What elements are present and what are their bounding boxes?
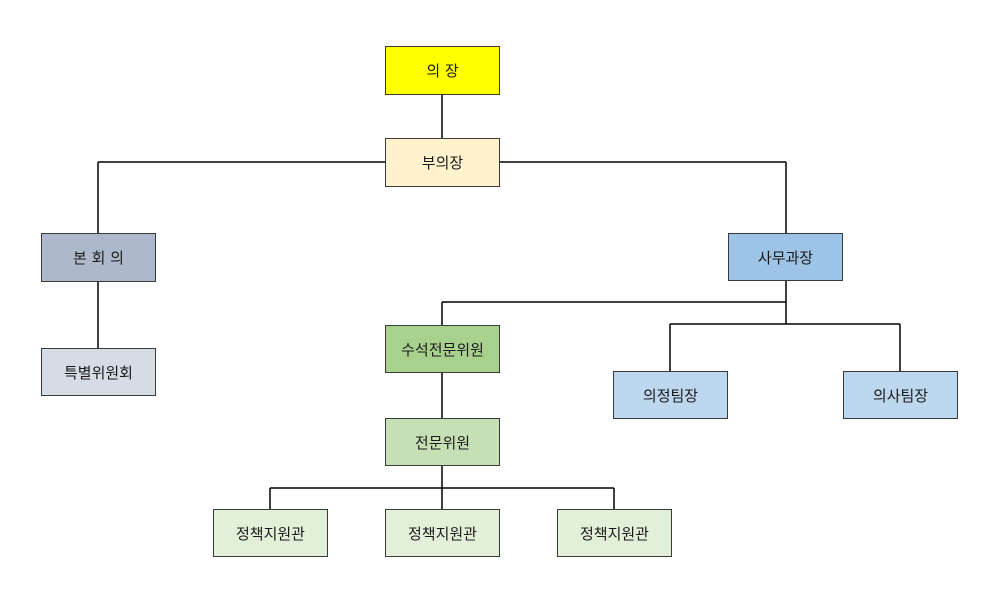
node-secretary-general: 사무과장	[728, 233, 843, 281]
node-plenary: 본 회 의	[41, 233, 156, 282]
node-chair: 의 장	[385, 46, 500, 95]
node-chair-label: 의 장	[426, 62, 459, 80]
node-policy-officer-1-label: 정책지원관	[235, 524, 305, 543]
node-legislative-team-lead-label: 의정팀장	[642, 386, 699, 405]
node-special-committee-label: 특별위원회	[63, 363, 133, 382]
node-policy-officer-2-label: 정책지원관	[407, 524, 477, 543]
node-agenda-team-lead-label: 의사팀장	[872, 386, 929, 405]
node-vice-chair-label: 부의장	[421, 154, 464, 172]
node-legislative-team-lead: 의정팀장	[613, 371, 728, 419]
node-expert-label: 전문위원	[414, 433, 471, 452]
node-policy-officer-3: 정책지원관	[557, 509, 672, 557]
node-plenary-label: 본 회 의	[73, 249, 124, 267]
node-expert: 전문위원	[385, 418, 500, 466]
node-chief-expert-label: 수석전문위원	[401, 340, 484, 359]
node-policy-officer-2: 정책지원관	[385, 509, 500, 557]
node-agenda-team-lead: 의사팀장	[843, 371, 958, 419]
node-special-committee: 특별위원회	[41, 348, 156, 396]
node-policy-officer-3-label: 정책지원관	[579, 524, 649, 543]
node-chief-expert: 수석전문위원	[385, 325, 500, 373]
node-secretary-general-label: 사무과장	[757, 248, 814, 267]
node-vice-chair: 부의장	[385, 138, 500, 187]
node-policy-officer-1: 정책지원관	[213, 509, 328, 557]
